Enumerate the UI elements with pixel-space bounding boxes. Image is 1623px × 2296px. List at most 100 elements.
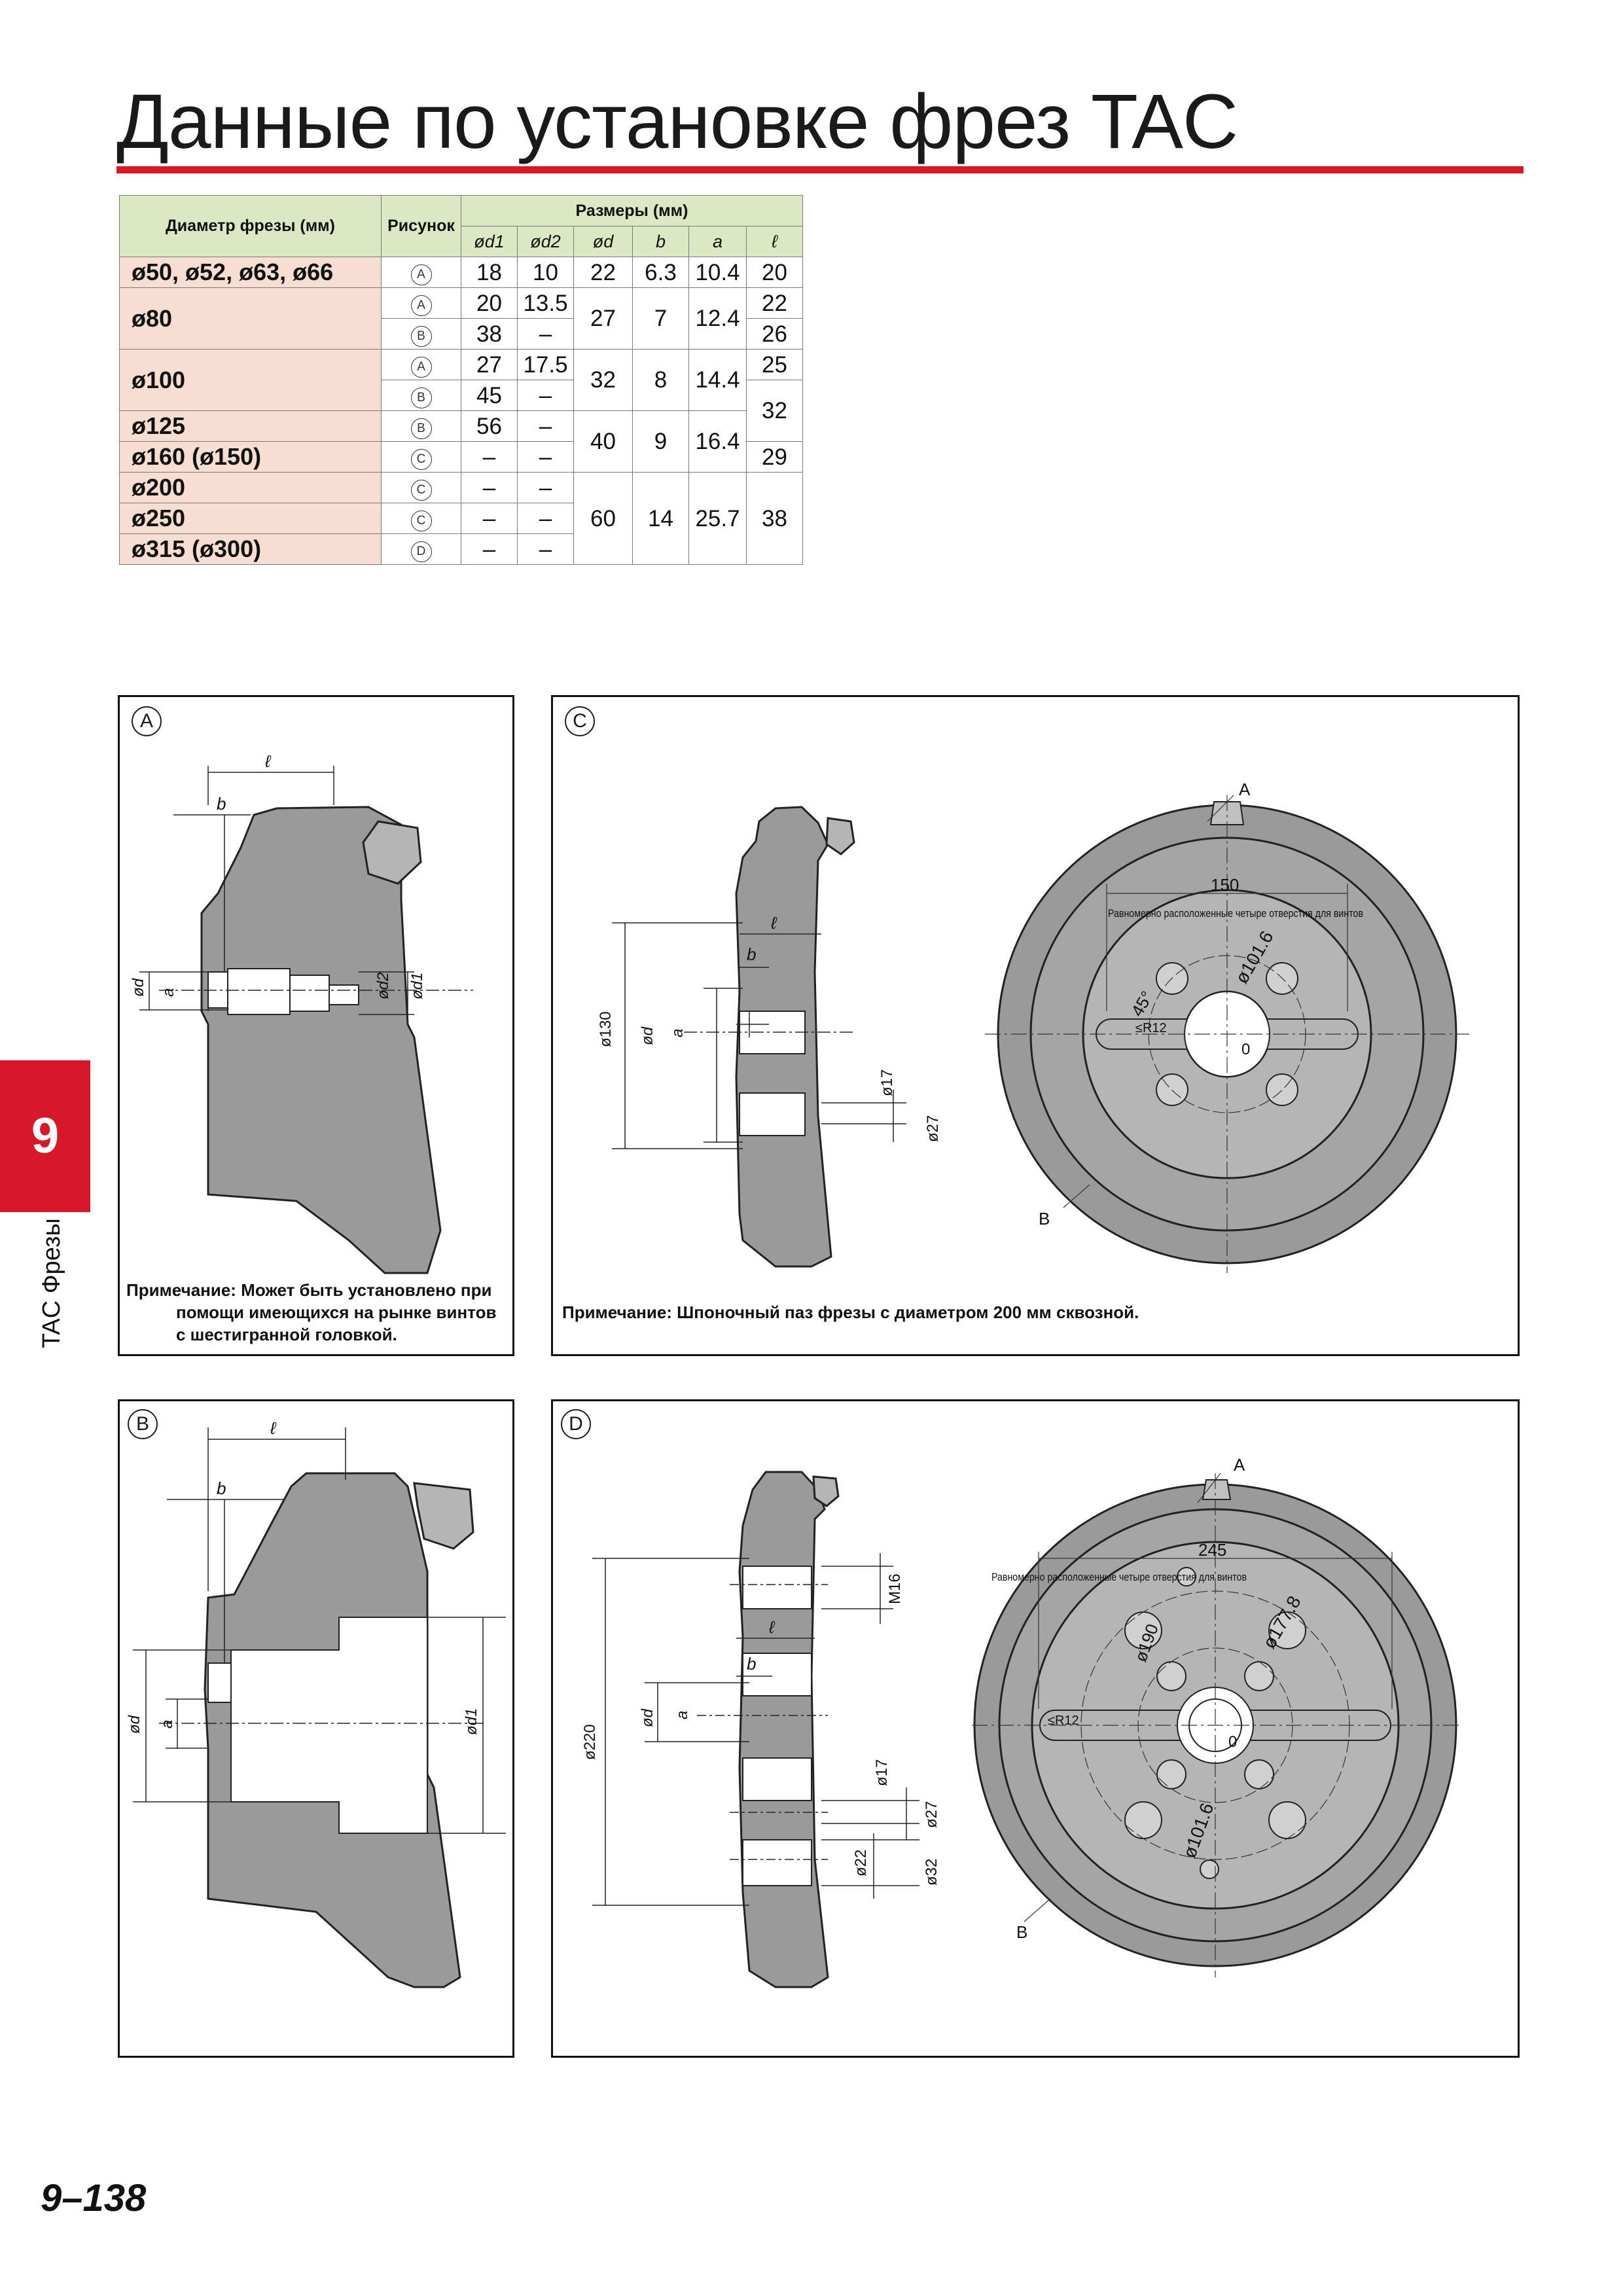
cell: 38 [746, 472, 803, 565]
dim-a-label: a [669, 1029, 687, 1037]
header-l: ℓ [746, 226, 803, 257]
table-row: ø200 C – – 60 14 25.7 38 [119, 472, 803, 565]
page-number: 9–138 [41, 2177, 147, 2219]
figure-d-tag: D [561, 1409, 591, 1439]
figure-d-drawing: ℓ b ø220 ød a M16 ø17 ø27 ø22 ø32 [581, 1455, 1463, 1988]
center-label: 0 [1241, 1041, 1250, 1058]
cell-figure: C [381, 441, 461, 473]
header-d: ød [573, 226, 633, 257]
figure-b-panel: B ℓ b ød a ød1 [118, 1399, 514, 2058]
table-header-row: Диаметр фрезы (мм) Рисунок Размеры (мм) [119, 195, 803, 257]
cell: 14 [632, 472, 689, 565]
dim-d32-label: ø32 [923, 1859, 940, 1886]
dim-l-label: ℓ [264, 751, 272, 771]
cell: 12.4 [688, 287, 747, 350]
cell: – [461, 441, 518, 473]
cell: 22 [746, 287, 803, 319]
cell: 40 [573, 410, 633, 473]
cell: 26 [746, 318, 803, 350]
cell: 6.3 [632, 257, 689, 288]
note-line: помощи имеющихся на рынке винтов [176, 1302, 497, 1322]
cell: 7 [632, 287, 689, 350]
cell: 56 [461, 410, 518, 442]
cell: – [461, 533, 518, 565]
dim-a-label: a [160, 988, 177, 997]
cell: 17.5 [517, 349, 574, 380]
table-row: ø50, ø52, ø63, ø66 A 18 10 22 6.3 10.4 2… [119, 257, 803, 288]
header-diameter: Диаметр фрезы (мм) [119, 195, 382, 257]
center-label: 0 [1228, 1733, 1237, 1751]
mounting-dimensions-table: Диаметр фрезы (мм) Рисунок Размеры (мм) … [119, 195, 803, 565]
table-row: ø250 C – – [119, 503, 803, 534]
cell: – [517, 503, 574, 534]
view-b-marker: B [1039, 1209, 1050, 1229]
holes-note-label: Равномерно расположенные четыре отверсти… [991, 1571, 1247, 1583]
cell-figure: A [381, 257, 461, 288]
cell-figure: A [381, 287, 461, 319]
chapter-title: TAC Фрезы [38, 1218, 65, 1348]
dim-l-label: ℓ [768, 1617, 776, 1637]
cell: 29 [746, 441, 803, 473]
cell: 10.4 [688, 257, 747, 288]
cell-diameter: ø125 [119, 410, 382, 442]
dim-l-label: ℓ [770, 913, 777, 933]
figure-a-note: Примечание: Может быть установлено при п… [126, 1280, 509, 1346]
cell: 32 [573, 349, 633, 411]
cell: – [517, 472, 574, 503]
cell: 8 [632, 349, 689, 411]
cell-figure: B [381, 410, 461, 442]
figure-a-badge: A [410, 295, 432, 316]
dim-b-label: b [217, 1479, 226, 1498]
dim-d220-label: ø220 [581, 1724, 599, 1760]
header-a: a [688, 226, 747, 257]
dim-d1-label: ød1 [463, 1708, 480, 1735]
figure-a-tag: A [132, 706, 162, 736]
dim-d130-label: ø130 [597, 1011, 615, 1047]
cell-figure: A [381, 349, 461, 380]
dim-b-label: b [217, 794, 226, 814]
table-row: ø100 A 27 17.5 32 8 14.4 25 [119, 349, 803, 411]
dim-m16-label: M16 [886, 1573, 904, 1604]
cell-diameter: ø80 [119, 287, 382, 350]
figure-b-drawing: ℓ b ød a ød1 [126, 1418, 506, 1988]
holes-note-label: Равномерно расположенные четыре отверсти… [1108, 907, 1363, 920]
cell-diameter: ø50, ø52, ø63, ø66 [119, 257, 382, 288]
cell: 45 [461, 380, 518, 411]
dim-d27-label: ø27 [924, 1115, 942, 1142]
view-a-marker: A [1234, 1455, 1245, 1475]
figure-b-badge: B [410, 418, 432, 439]
header-d1: ød1 [461, 226, 518, 257]
radius-label: ≤R12 [1048, 1713, 1079, 1728]
figure-c-badge: C [410, 480, 432, 501]
cell: 16.4 [688, 410, 747, 473]
dim-d-label: ød [130, 978, 147, 997]
cell: 25 [746, 349, 803, 380]
cell-figure: D [381, 533, 461, 565]
dim-d2-label: ød2 [374, 973, 392, 999]
header-sizes: Размеры (мм) [461, 195, 803, 226]
cell: – [517, 533, 574, 565]
table-row: ø160 (ø150) C – – 29 [119, 441, 803, 473]
view-a-marker: A [1239, 780, 1251, 799]
note-line: с шестигранной головкой. [176, 1324, 397, 1344]
view-b-marker: B [1016, 1922, 1027, 1942]
figure-c-badge: C [410, 449, 432, 470]
title-underline [116, 166, 1524, 173]
cell: 32 [746, 380, 803, 442]
figure-b-badge: B [410, 326, 432, 347]
table-row: B 45 – 32 [120, 380, 803, 442]
cell: – [517, 318, 574, 350]
figure-c-drawing: ℓ b ø130 ød a ø17 ø27 [597, 780, 1469, 1273]
dim-d-label: ød [126, 1715, 143, 1734]
cell-figure: C [381, 472, 461, 503]
cell: 27 [573, 287, 633, 350]
cell: 18 [461, 257, 518, 288]
header-b: b [632, 226, 689, 257]
dim-150-label: 150 [1211, 875, 1239, 895]
cell: 60 [573, 472, 633, 565]
cell-figure: B [381, 380, 461, 411]
page-title: Данные по установке фрез TAC [116, 79, 1238, 165]
table-row: ø125 B 56 – 40 9 16.4 [119, 410, 803, 473]
cell: 20 [461, 287, 518, 319]
cell: – [517, 441, 574, 473]
